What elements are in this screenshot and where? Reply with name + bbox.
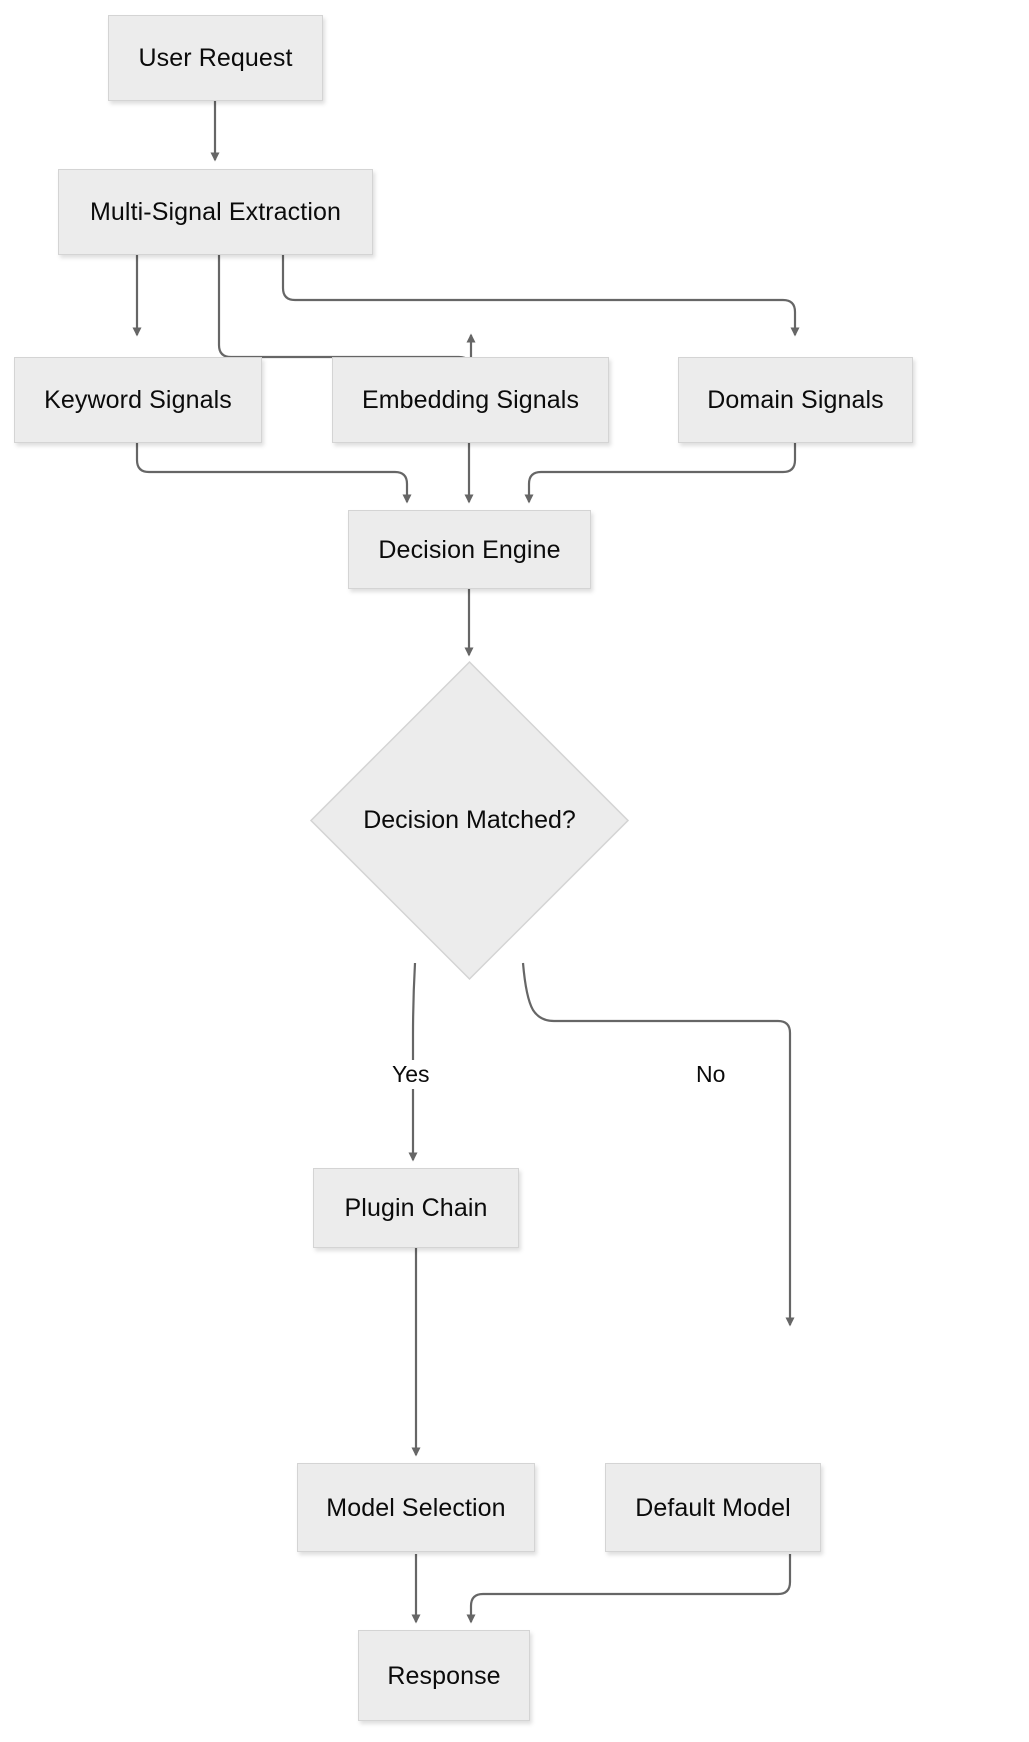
node-label-domain-signals: Domain Signals xyxy=(707,386,884,414)
node-label-response: Response xyxy=(387,1661,501,1690)
edge-label-yes: Yes xyxy=(388,1060,434,1089)
node-label-decision-engine: Decision Engine xyxy=(378,535,561,564)
node-label-embedding-signals: Embedding Signals xyxy=(361,386,580,414)
node-label-model-selection: Model Selection xyxy=(326,1493,506,1522)
node-label-multi-signal-extraction: Multi-Signal Extraction xyxy=(89,198,341,226)
node-label-default-model: Default Model xyxy=(635,1493,791,1522)
node-default-model[interactable]: Default Model xyxy=(605,1463,821,1552)
node-label-keyword-signals: Keyword Signals xyxy=(44,386,232,414)
node-response[interactable]: Response xyxy=(358,1630,530,1721)
node-embedding-signals[interactable]: Embedding Signals xyxy=(332,357,609,443)
node-plugin-chain[interactable]: Plugin Chain xyxy=(313,1168,519,1248)
node-domain-signals[interactable]: Domain Signals xyxy=(678,357,913,443)
edge-multi-signal-to-domain-signals xyxy=(281,254,800,337)
node-keyword-signals[interactable]: Keyword Signals xyxy=(14,357,262,443)
node-user-request[interactable]: User Request xyxy=(108,15,323,101)
edge-multi-signal-to-embedding-signals xyxy=(217,254,476,370)
edge-decision-matched-no-to-default-model xyxy=(521,962,795,1327)
edge-decision-matched-yes-to-plugin-chain xyxy=(408,962,418,1162)
node-multi-signal-extraction[interactable]: Multi-Signal Extraction xyxy=(58,169,373,255)
diamond-shape xyxy=(309,660,630,981)
node-label-user-request: User Request xyxy=(138,44,293,72)
edge-default-model-to-response xyxy=(466,1554,792,1624)
node-label-decision-matched: Decision Matched? xyxy=(363,806,576,834)
edge-label-no: No xyxy=(692,1060,730,1089)
node-model-selection[interactable]: Model Selection xyxy=(297,1463,535,1552)
node-label-plugin-chain: Plugin Chain xyxy=(344,1194,488,1222)
edge-domain-signals-to-decision-engine xyxy=(524,443,797,504)
edge-keyword-signals-to-decision-engine xyxy=(135,443,412,504)
node-decision-engine[interactable]: Decision Engine xyxy=(348,510,591,589)
node-decision-matched[interactable]: Decision Matched? xyxy=(307,658,632,983)
